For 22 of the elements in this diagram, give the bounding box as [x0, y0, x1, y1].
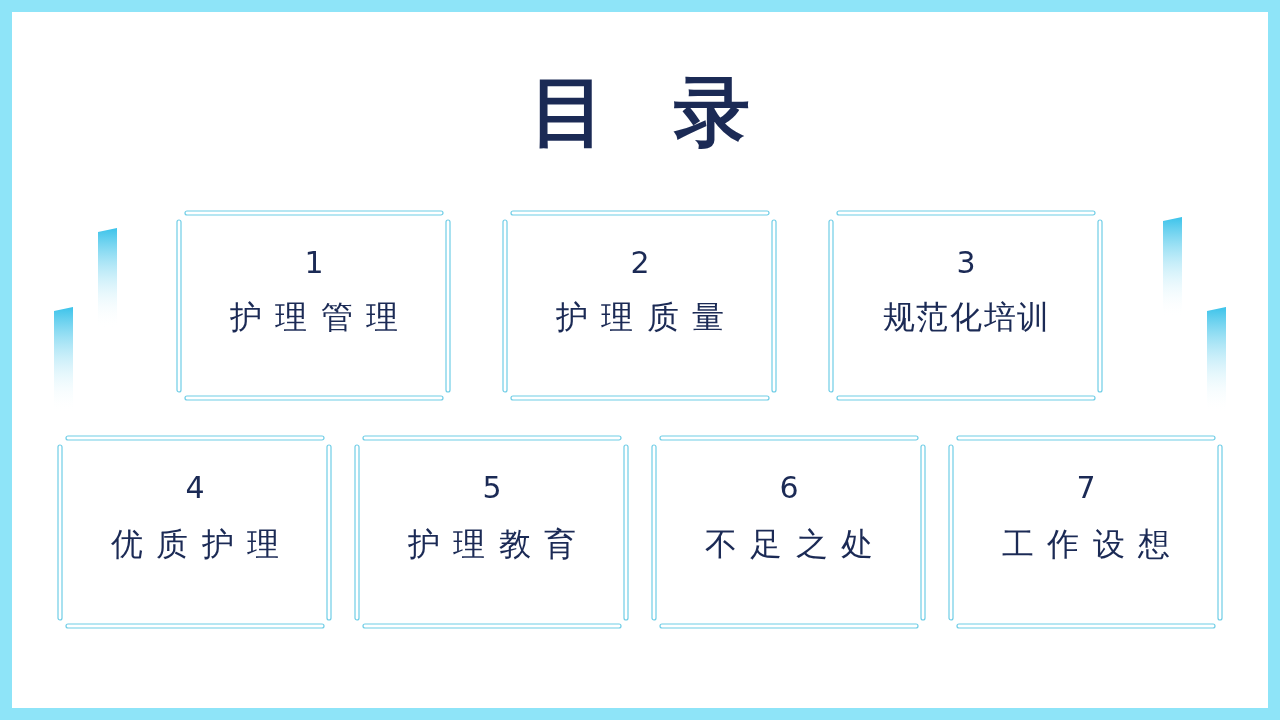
frame-card [354, 435, 630, 630]
frame-card [948, 435, 1224, 630]
section-title: 护理质量 [555, 298, 738, 338]
section-title: 不足之处 [704, 524, 887, 564]
section-title: 工作设想 [1001, 524, 1184, 564]
frame-card [502, 210, 778, 402]
section-title: 优质护理 [110, 524, 293, 564]
section-number: 3 [956, 244, 976, 280]
section-number: 4 [185, 470, 205, 506]
frame-card [828, 210, 1104, 402]
frame-card [57, 435, 333, 630]
section-number: 5 [482, 470, 502, 506]
section-number: 2 [630, 244, 650, 280]
section-number: 7 [1076, 470, 1096, 506]
frame-card [176, 210, 452, 402]
section-number: 6 [779, 470, 799, 506]
title: 目录 [529, 70, 819, 154]
section-number: 1 [304, 244, 324, 280]
section-title: 规范化培训 [882, 298, 1051, 338]
section-title: 护理管理 [229, 298, 412, 338]
section-title: 护理教育 [407, 524, 590, 564]
frame-card [651, 435, 927, 630]
